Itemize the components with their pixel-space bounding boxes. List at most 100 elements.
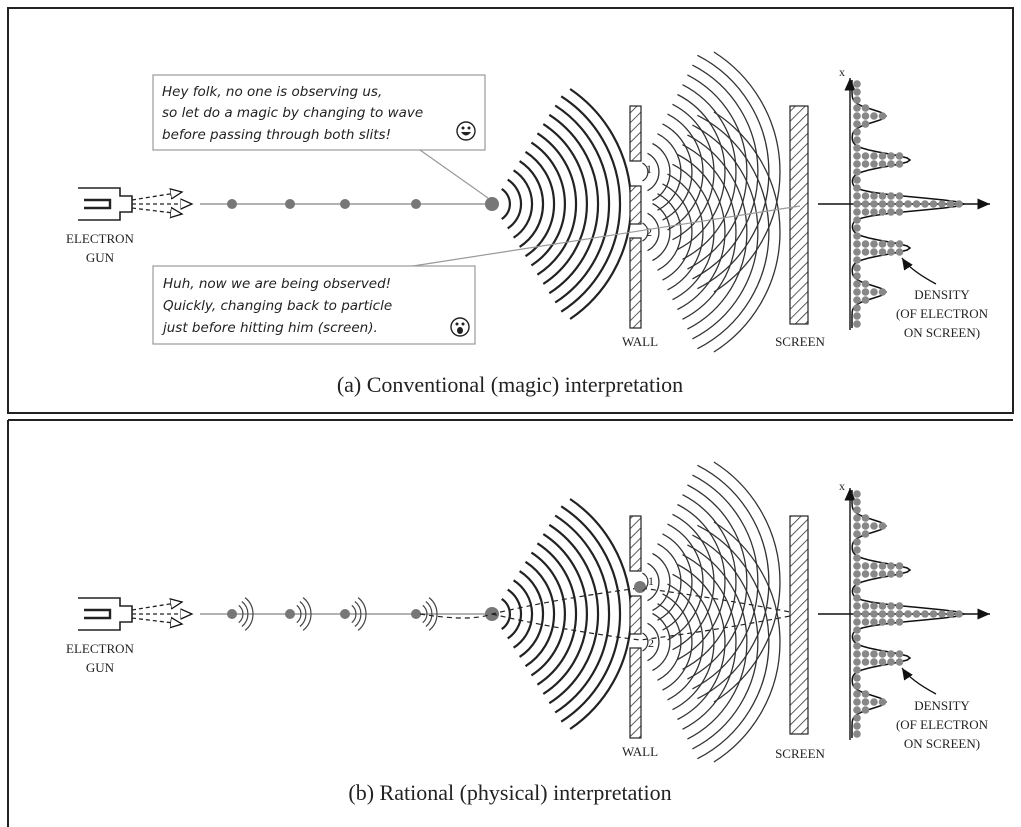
interference-arc xyxy=(667,523,704,641)
interference-arc xyxy=(662,533,693,631)
interference-arc xyxy=(682,554,737,730)
electron-hit-dot xyxy=(861,152,870,160)
electron-hit-dot xyxy=(861,192,870,200)
electron-hit-dot xyxy=(895,650,904,658)
electron-hit-dot xyxy=(861,602,870,610)
electron-hit-dot xyxy=(853,650,861,658)
electron-hit-dot xyxy=(853,674,861,682)
electron-gun-a xyxy=(78,187,192,221)
electron-hit-dot xyxy=(887,562,895,570)
interference-arc xyxy=(692,64,759,280)
interference-arc xyxy=(667,583,704,701)
electron-hit-dot xyxy=(895,562,904,570)
electron-hit-dot xyxy=(853,224,861,232)
electron-hit-dot xyxy=(861,562,870,570)
electron-hit-dot xyxy=(853,498,861,506)
interference-arc xyxy=(697,524,770,760)
pilot-wave-arc xyxy=(354,601,362,627)
grinning-face-icon xyxy=(456,121,476,141)
electron-hit-dot xyxy=(853,280,861,288)
wavefronts-incoming-b xyxy=(501,498,633,730)
electron-hit-dot xyxy=(861,658,870,666)
electron-hit-dot xyxy=(921,610,929,618)
electron-hit-dot xyxy=(861,240,870,248)
electron-hit-dot xyxy=(870,650,878,658)
electron-hit-dot xyxy=(870,602,878,610)
electron-hit-dot xyxy=(878,288,887,296)
electron-hit-dot xyxy=(853,120,861,128)
electron-hit-dot xyxy=(895,610,904,618)
density-curve-a xyxy=(851,80,967,328)
electron-particle xyxy=(285,609,295,619)
interference-arc xyxy=(677,93,726,251)
electron-hit-dot xyxy=(938,200,946,208)
interference-arc xyxy=(672,163,715,301)
interference-arc xyxy=(687,484,748,680)
electron-hit-dot xyxy=(878,192,887,200)
electron-hit-dot xyxy=(895,248,904,256)
bubble-top-pointer xyxy=(419,149,489,199)
electron-hit-dot xyxy=(887,248,895,256)
electron-hit-dot xyxy=(853,698,861,706)
wall-bottom-a xyxy=(629,237,642,329)
interference-arc xyxy=(672,573,715,711)
electron-hit-dot xyxy=(853,706,861,714)
interference-arc xyxy=(687,544,748,740)
wavefront-arc xyxy=(507,178,523,230)
screaming-face-icon xyxy=(450,317,470,337)
slit-2-label-a: 2 xyxy=(646,225,652,239)
electron-hit-dot xyxy=(861,610,870,618)
pilot-wave-arc xyxy=(299,601,307,627)
electron-hit-dot xyxy=(878,240,887,248)
electron-hit-dot xyxy=(853,160,861,168)
pilot-wave-arc xyxy=(296,604,302,624)
caption-a: (a) Conventional (magic) interpretation xyxy=(337,372,683,397)
interference-arc xyxy=(682,144,737,320)
electron-hit-dot xyxy=(887,570,895,578)
electron-particle xyxy=(340,609,350,619)
electron-hit-dot xyxy=(853,216,861,224)
wavefront-arc xyxy=(530,141,566,267)
electron-hit-dot xyxy=(870,618,878,626)
electron-hit-dot xyxy=(895,160,904,168)
electron-hit-dot xyxy=(895,200,904,208)
electron-hit-dot xyxy=(853,490,861,498)
electron-hit-dot xyxy=(861,208,870,216)
electron-hit-dot xyxy=(895,192,904,200)
electron-hit-dot xyxy=(853,296,861,304)
density-label-a-2: (OF ELECTRON xyxy=(896,306,989,321)
electron-hit-dot xyxy=(895,602,904,610)
electron-hit-dot xyxy=(870,200,878,208)
electron-hit-dot xyxy=(878,200,887,208)
interference-arc xyxy=(647,152,660,192)
electron-pilot-waves xyxy=(238,597,438,631)
electron-hit-dot xyxy=(878,522,887,530)
pilot-wave-arc xyxy=(244,597,254,631)
electron-hit-dot xyxy=(946,200,955,208)
electron-hit-dot xyxy=(870,152,878,160)
interference-arc xyxy=(647,562,660,602)
electron-hit-dot xyxy=(878,650,887,658)
interference-arc xyxy=(657,193,682,271)
screen-label-b: SCREEN xyxy=(775,746,825,761)
wall-middle-a xyxy=(629,185,642,225)
electron-hit-dot xyxy=(870,658,878,666)
electron-hit-dot xyxy=(853,610,861,618)
electron-hit-dot xyxy=(853,578,861,586)
electron-hit-dot xyxy=(853,200,861,208)
electron-hit-dot xyxy=(853,714,861,722)
bubble-top-line-2: so let do a magic by changing to wave xyxy=(162,105,423,121)
wall-middle-b xyxy=(629,595,642,635)
electron-hit-dot xyxy=(861,706,870,714)
electron-hit-dot xyxy=(870,522,878,530)
interference-arc xyxy=(642,572,649,592)
screen-label-a: SCREEN xyxy=(775,334,825,349)
axis-x-label-b: x xyxy=(839,479,845,493)
electron-particle xyxy=(411,199,421,209)
electron-hit-dot xyxy=(853,682,861,690)
electron-hit-dot xyxy=(853,312,861,320)
density-label-b-3: ON SCREEN) xyxy=(904,736,980,751)
wavefront-arc xyxy=(560,505,622,723)
interference-arc xyxy=(642,632,649,652)
electron-hit-dot xyxy=(853,248,861,256)
